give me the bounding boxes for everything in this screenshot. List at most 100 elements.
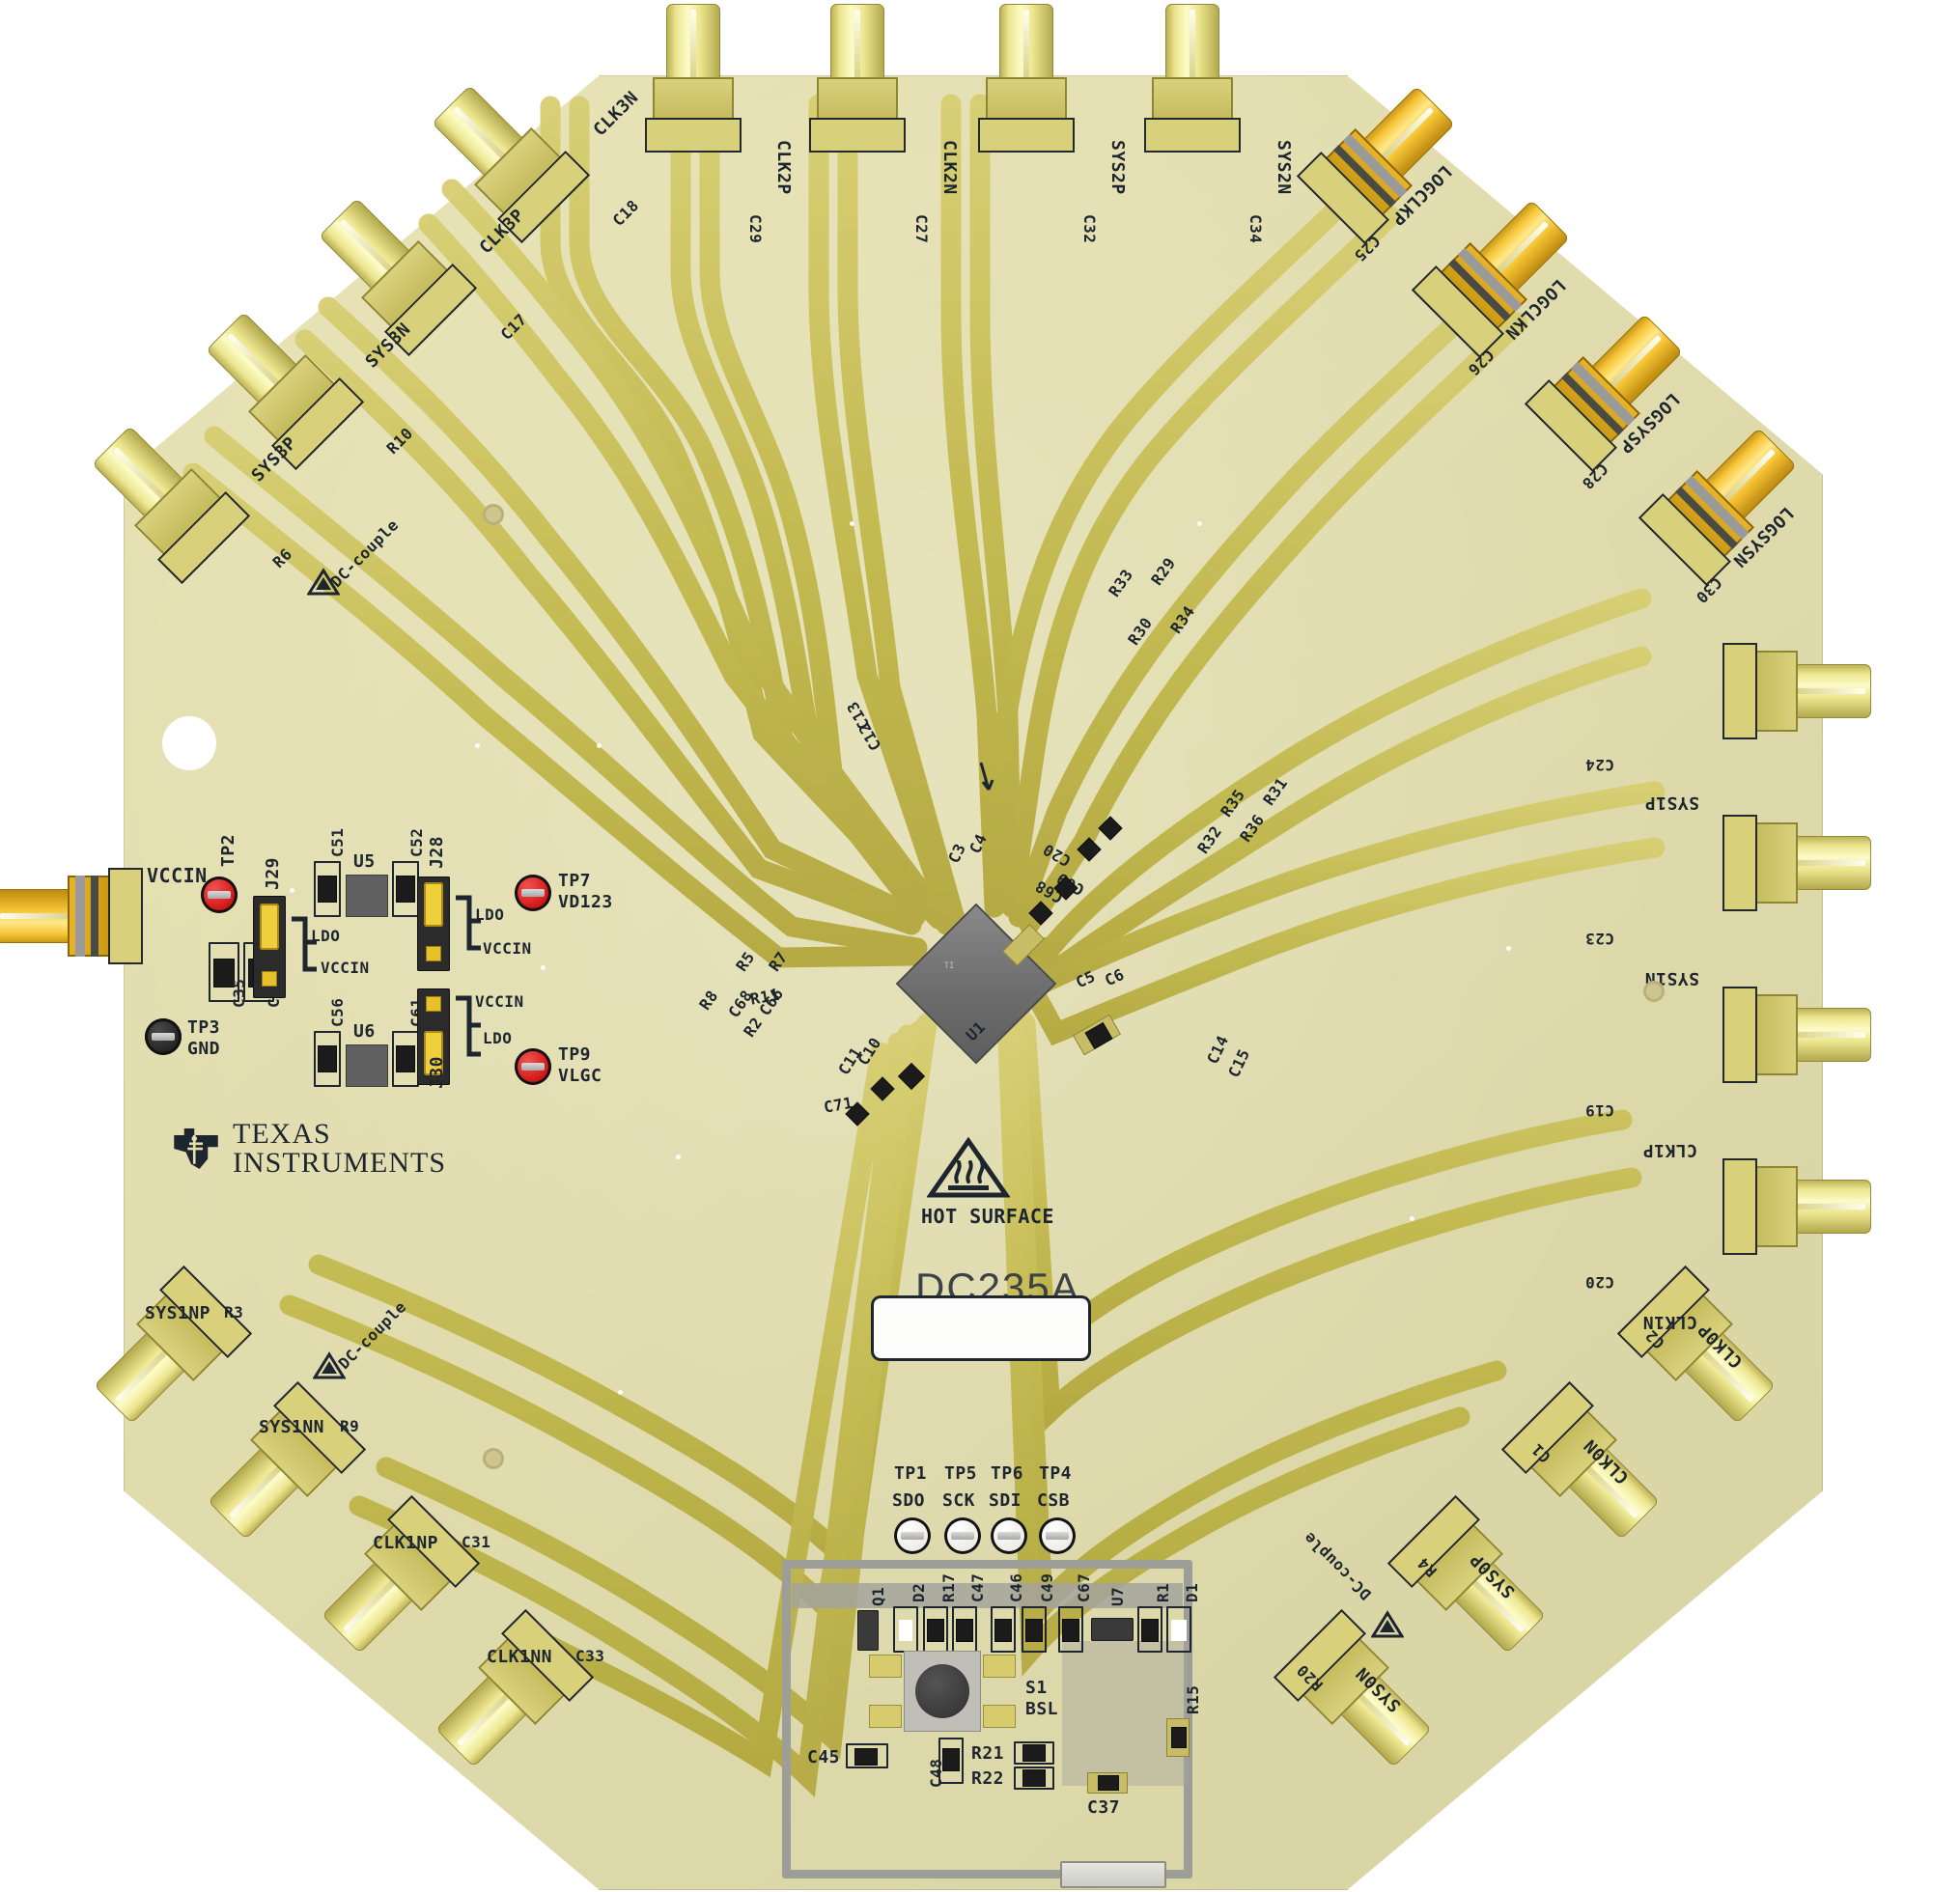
via <box>618 1390 623 1395</box>
usb-connector[interactable] <box>1060 1861 1166 1888</box>
component-c61 <box>397 1046 414 1071</box>
mcu-ground-plane-right <box>1062 1641 1188 1786</box>
mount-hole-bottomleft <box>483 1448 504 1469</box>
label-clk1nn: CLK1NN <box>487 1647 553 1667</box>
ti-wordmark-line2: INSTRUMENTS <box>233 1147 447 1179</box>
label-vccin-input: VCCIN <box>147 864 208 887</box>
mount-hole-topleft <box>483 504 504 525</box>
component-r1 <box>1142 1620 1158 1641</box>
label-s1: S1 <box>1025 1678 1048 1698</box>
testpoint-tp5[interactable] <box>944 1517 981 1554</box>
hot-surface-icon <box>927 1137 1010 1201</box>
label-c24: C24 <box>1584 756 1614 774</box>
label-sys1np: SYS1NP <box>145 1303 211 1323</box>
label-q1: Q1 <box>869 1586 887 1606</box>
testpoint-tp3[interactable] <box>145 1018 182 1055</box>
component-c56 <box>319 1046 336 1071</box>
dc-couple-icon-topleft <box>307 568 340 597</box>
label-c47: C47 <box>968 1572 987 1602</box>
label-c51: C51 <box>328 827 347 857</box>
jumper-shunt-j30[interactable] <box>424 1031 443 1075</box>
ti-logo: TEXAS INSTRUMENTS <box>169 1120 446 1178</box>
component-u6 <box>346 1044 388 1087</box>
label-j30-vccin: VCCIN <box>475 992 524 1011</box>
component-c45 <box>855 1749 877 1765</box>
label-tp5: TP5 <box>944 1463 978 1484</box>
label-sys2p: SYS2P <box>1107 140 1128 195</box>
label-c45: C45 <box>807 1747 841 1767</box>
via <box>1197 521 1202 526</box>
label-c27: C27 <box>912 214 931 244</box>
label-c29: C29 <box>746 214 765 244</box>
component-q1 <box>857 1610 879 1651</box>
label-sys2n: SYS2N <box>1274 140 1294 195</box>
via <box>676 1155 681 1159</box>
ti-texas-icon <box>174 1128 218 1169</box>
dc-couple-icon-bottomright <box>1371 1610 1404 1639</box>
label-clk2p: CLK2P <box>773 140 794 195</box>
via <box>597 743 602 748</box>
label-tp7-net: VD123 <box>558 892 613 912</box>
label-tp6-net: SDI <box>989 1490 1022 1511</box>
label-d1: D1 <box>1183 1582 1201 1602</box>
label-tp3-net: GND <box>187 1039 221 1059</box>
board-cutout-hole <box>162 716 216 770</box>
label-r15: R15 <box>1184 1684 1202 1714</box>
component-r22 <box>1023 1770 1045 1786</box>
via <box>1506 946 1511 951</box>
component-u5 <box>346 875 388 917</box>
ti-wordmark-line1: TEXAS <box>233 1118 331 1150</box>
label-c31: C31 <box>462 1533 491 1551</box>
ic-marking: TI <box>943 961 955 972</box>
label-tp7: TP7 <box>558 871 592 891</box>
testpoint-tp7[interactable] <box>515 875 551 911</box>
label-clk1np: CLK1NP <box>373 1533 439 1553</box>
testpoint-tp9[interactable] <box>515 1048 551 1085</box>
testpoint-tp4[interactable] <box>1039 1517 1076 1554</box>
sw-pad-br <box>983 1705 1016 1728</box>
label-j29-ldo: LDO <box>311 927 341 945</box>
label-c49: C49 <box>1038 1572 1056 1602</box>
label-r3: R3 <box>224 1303 244 1322</box>
via <box>475 743 480 748</box>
testpoint-tp2[interactable] <box>201 876 238 913</box>
label-c67: C67 <box>1075 1572 1093 1602</box>
component-c52 <box>397 876 414 902</box>
component-c35 <box>214 960 234 987</box>
component-r17 <box>928 1620 943 1641</box>
label-tp1-net: SDO <box>892 1490 926 1511</box>
hot-surface-label: HOT SURFACE <box>921 1205 1054 1228</box>
label-j30-ldo: LDO <box>483 1029 513 1047</box>
component-c48 <box>943 1749 959 1770</box>
label-clk1n: CLK1N <box>1642 1312 1697 1332</box>
jumper-shunt-j29[interactable] <box>260 904 279 950</box>
pushbutton-cap[interactable] <box>915 1664 969 1718</box>
testpoint-tp6[interactable] <box>991 1517 1027 1554</box>
label-sys1nn: SYS1NN <box>259 1417 325 1437</box>
label-tp4-net: CSB <box>1037 1490 1071 1511</box>
jumper-shunt-j28[interactable] <box>424 882 443 927</box>
label-j28: J28 <box>427 835 447 869</box>
component-c47 <box>957 1620 972 1641</box>
sw-pad-tr <box>983 1655 1016 1678</box>
label-tp5-net: SCK <box>942 1490 976 1511</box>
component-r21 <box>1023 1745 1045 1761</box>
component-d1 <box>1171 1620 1187 1641</box>
label-c19: C19 <box>1584 1101 1614 1120</box>
testpoint-tp1[interactable] <box>894 1517 931 1554</box>
label-tp2: TP2 <box>218 833 238 867</box>
label-sys1p: SYS1P <box>1644 793 1699 813</box>
label-c33: C33 <box>575 1647 605 1665</box>
label-u7: U7 <box>1108 1586 1127 1606</box>
label-j29: J29 <box>263 856 283 890</box>
label-c56: C56 <box>328 997 347 1027</box>
label-r17: R17 <box>939 1572 958 1602</box>
via <box>1410 1216 1414 1221</box>
dc-couple-icon-bottomleft <box>313 1351 346 1380</box>
label-c32: C32 <box>1080 214 1099 244</box>
pushbutton-switch[interactable] <box>904 1651 981 1732</box>
label-r22: R22 <box>971 1768 1005 1789</box>
component-c51 <box>319 876 336 902</box>
label-j29-vccin: VCCIN <box>321 959 370 977</box>
